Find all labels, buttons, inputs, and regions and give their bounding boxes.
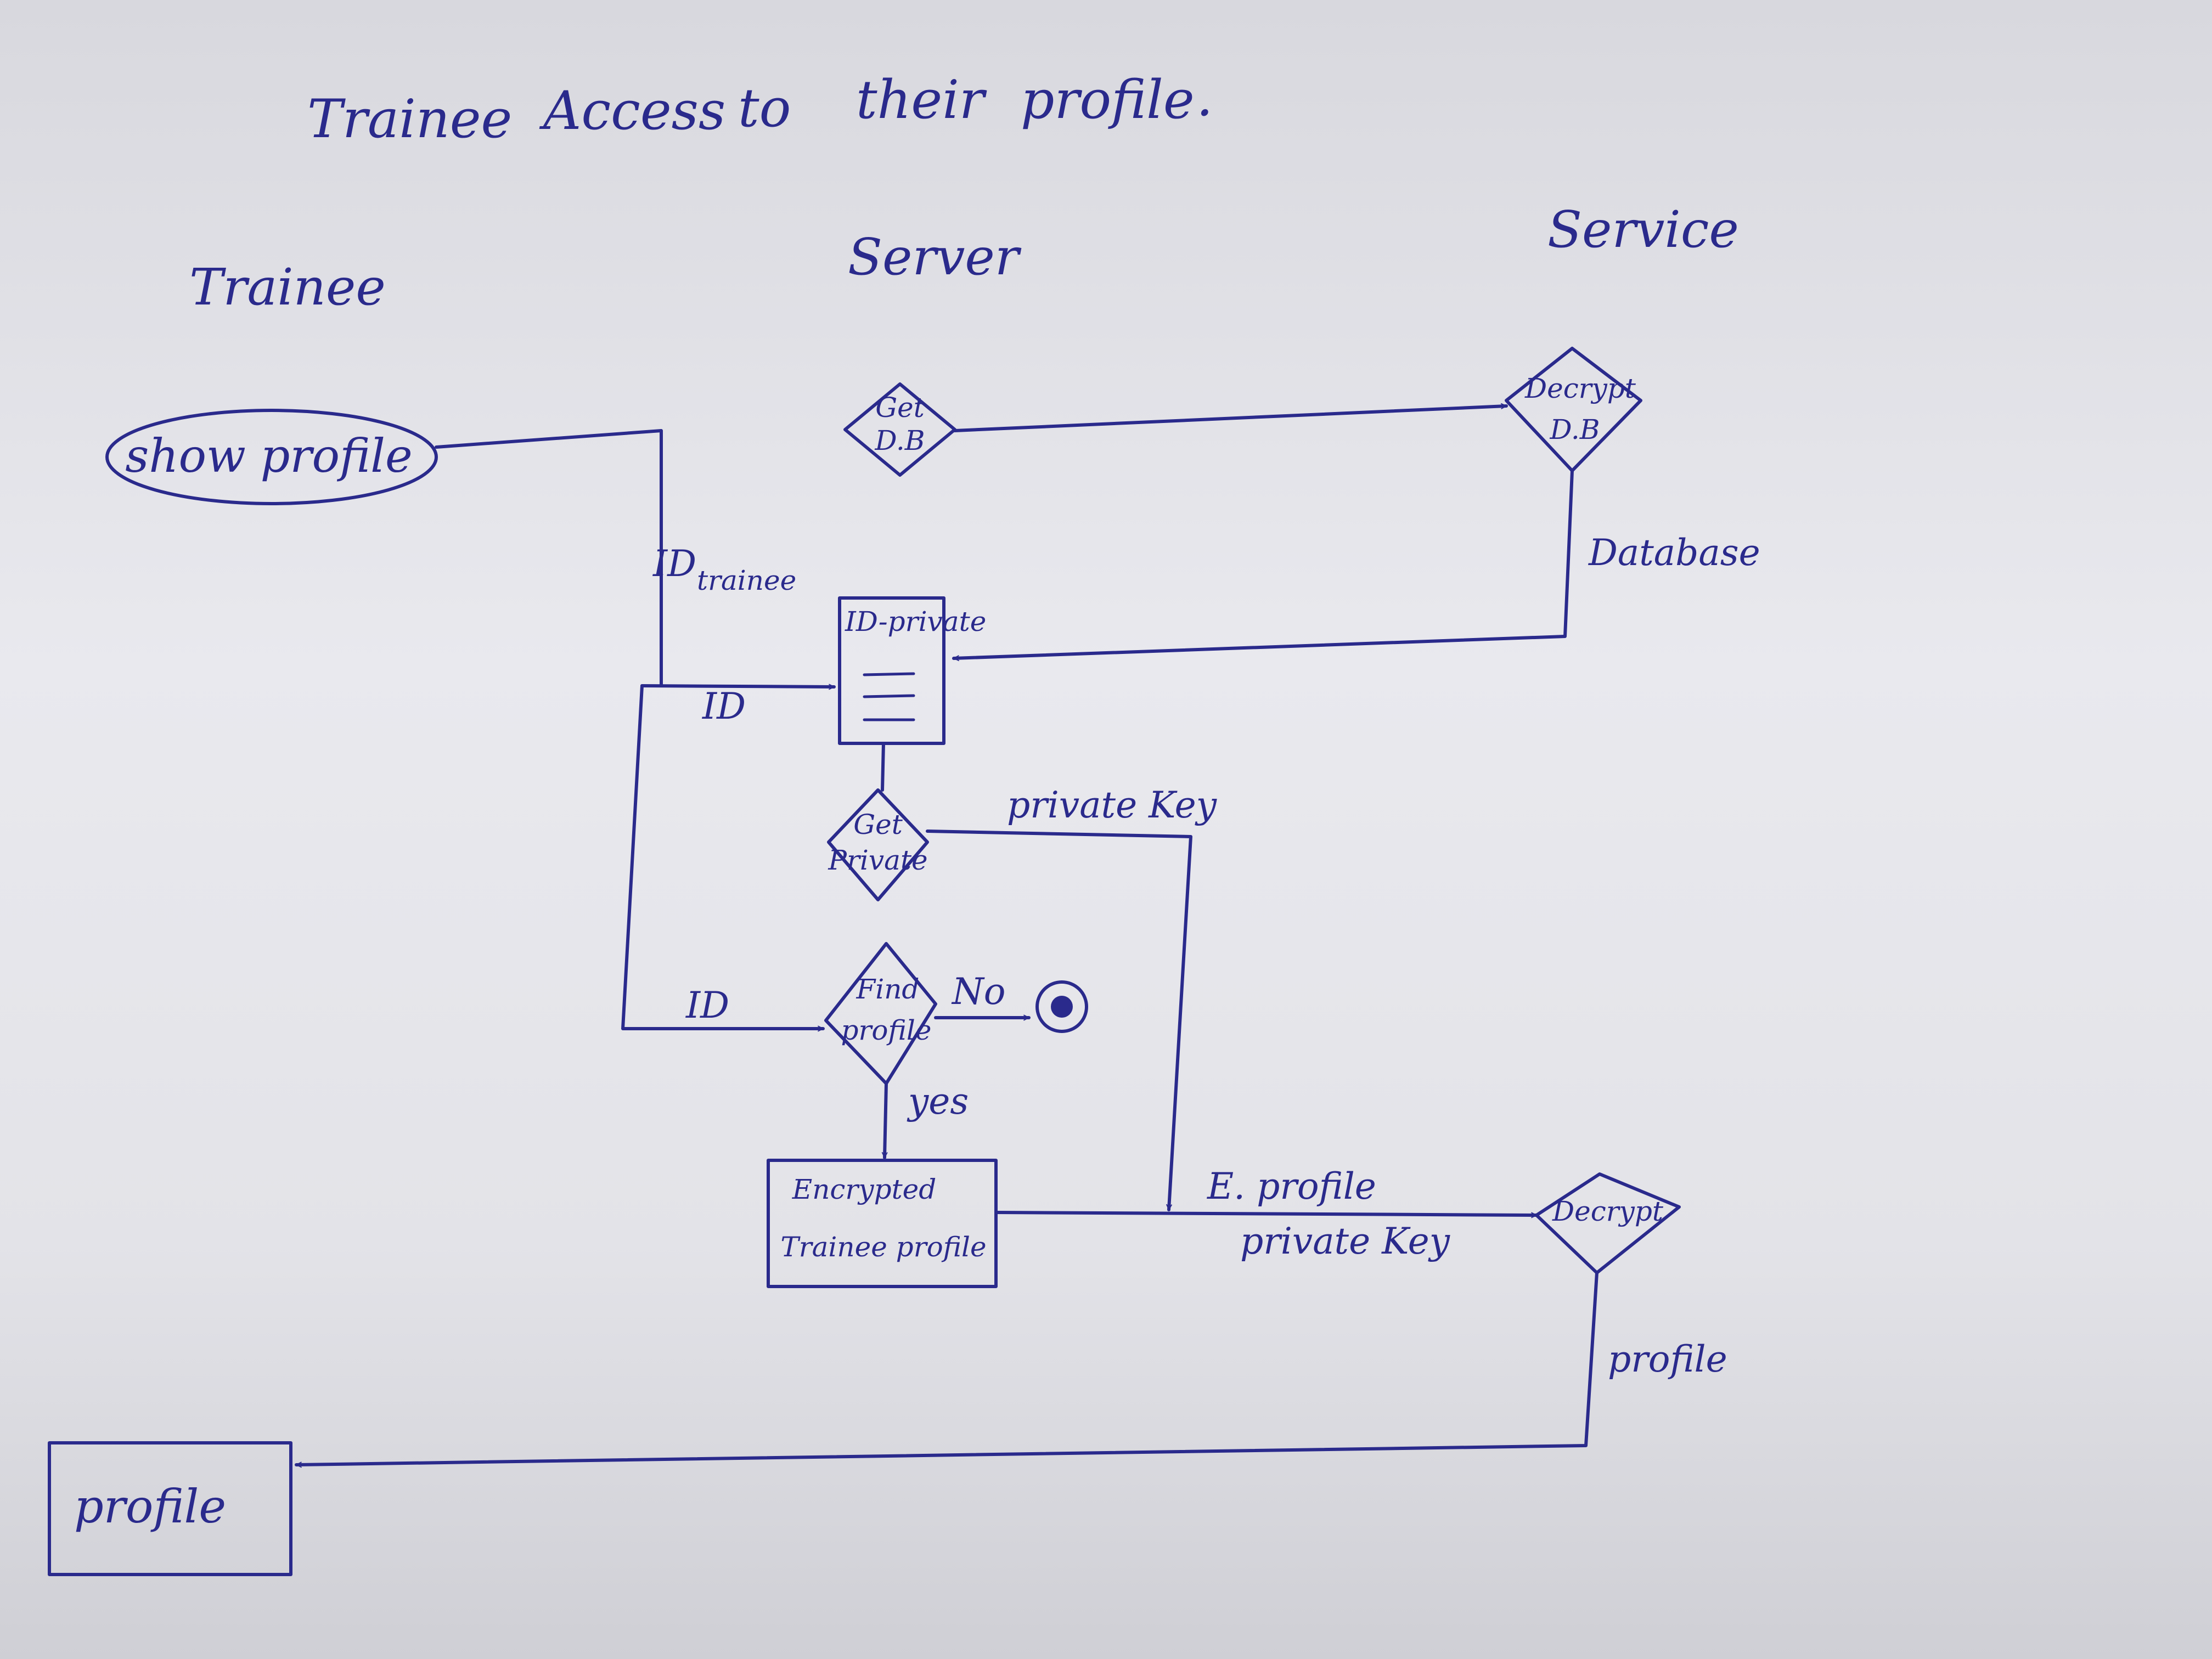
get-db-decision xyxy=(843,382,956,477)
end-node xyxy=(1035,980,1088,1033)
get-private-line1: Get xyxy=(853,809,903,840)
get-db-line2: D.B xyxy=(875,425,925,456)
get-private-decision xyxy=(827,788,929,901)
encrypted-profile-line2: Trainee profile xyxy=(780,1231,986,1263)
edge-trunk-left xyxy=(621,684,825,1029)
title-word-3: to xyxy=(738,77,791,139)
decrypt-label: Decrypt xyxy=(1552,1195,1664,1227)
show-profile-start xyxy=(105,409,438,505)
edge-to-decrypt xyxy=(994,1211,1538,1215)
document-line-2 xyxy=(863,694,915,698)
decrypt-db-line1: Decrypt xyxy=(1524,373,1636,404)
id-private-label: ID-private xyxy=(845,606,986,637)
edge-profile-return xyxy=(295,1271,1599,1465)
yes-label: yes xyxy=(907,1080,969,1122)
find-profile-decision xyxy=(824,942,937,1085)
encrypted-profile-box xyxy=(767,1159,998,1288)
title-word-1: Trainee xyxy=(307,88,512,150)
edge-idprivate-to-getprivate xyxy=(881,742,885,792)
edge-getdb-to-decryptdb xyxy=(953,406,1508,432)
title-word-6: . xyxy=(1196,66,1213,128)
id-to-private-label: ID xyxy=(702,685,746,727)
profile-return-label: profile xyxy=(1608,1338,1727,1380)
title-word-5: profile xyxy=(1021,69,1195,131)
private-key-label-2: private Key xyxy=(1240,1220,1450,1262)
id-to-find-label: ID xyxy=(685,984,729,1026)
id-trainee-subscript: trainee xyxy=(697,565,796,596)
end-node-fill xyxy=(1051,996,1073,1018)
database-label: Database xyxy=(1588,532,1760,574)
edge-database-return xyxy=(952,469,1574,658)
edge-private-key xyxy=(926,830,1192,1211)
title-word-2: Access xyxy=(539,80,725,142)
encrypted-profile-line1: Encrypted xyxy=(792,1173,937,1205)
id-private-document xyxy=(838,596,945,745)
decrypt-db-decision xyxy=(1505,347,1642,472)
decrypt-db-line2: D.B xyxy=(1550,414,1600,445)
title-word-4: their xyxy=(856,69,987,131)
find-profile-line2: profile xyxy=(841,1014,932,1046)
id-trainee-label: ID xyxy=(652,543,696,585)
get-private-line2: Private xyxy=(828,844,927,876)
profile-output-label: profile xyxy=(74,1480,226,1533)
edge-showprofile-trunk xyxy=(435,429,663,687)
private-key-label: private Key xyxy=(1007,784,1217,826)
no-label: No xyxy=(951,970,1006,1013)
profile-output-box xyxy=(48,1441,292,1576)
lane-service: Service xyxy=(1547,200,1739,259)
e-profile-label: E. profile xyxy=(1207,1165,1376,1207)
edge-yes xyxy=(885,1082,888,1159)
find-profile-line1: Find xyxy=(856,973,920,1005)
lane-server: Server xyxy=(848,228,1022,286)
show-profile-label: show profile xyxy=(125,429,412,483)
lane-trainee: Trainee xyxy=(189,258,386,317)
get-db-line1: Get xyxy=(875,392,925,424)
document-line-1 xyxy=(863,672,915,676)
edge-id-to-idprivate xyxy=(640,686,836,687)
